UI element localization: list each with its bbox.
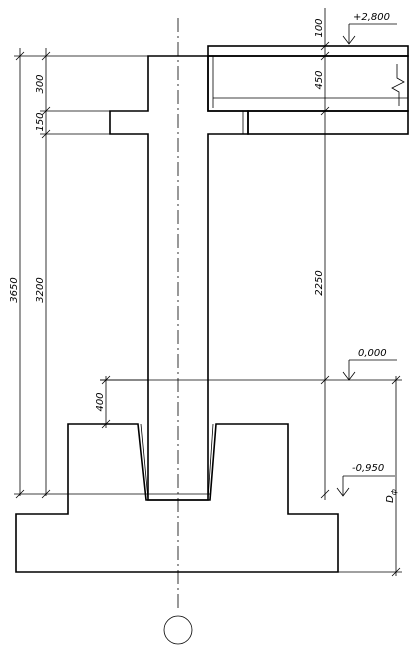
dim-tick: [391, 375, 401, 385]
dim-3200: 3200: [35, 277, 46, 302]
dim-3650: 3650: [9, 277, 20, 302]
beam: [207, 55, 409, 112]
level-footing-label: -0,950: [352, 463, 384, 474]
dim-tick: [41, 106, 51, 116]
dim-tick: [391, 567, 401, 577]
dim-100: 100: [314, 18, 325, 37]
dim-150: 150: [35, 112, 46, 131]
floor-slab: [207, 45, 409, 57]
dim-tick: [41, 51, 51, 61]
axis-marker-circle: [163, 615, 193, 645]
dim-tick: [320, 41, 330, 51]
dim-tick: [101, 419, 111, 429]
level-mark-footing: -0,950: [336, 463, 395, 497]
socket-inner-line: [207, 423, 214, 501]
level-top-label: +2,800: [353, 12, 390, 23]
foundation-socket-outline: [15, 423, 339, 573]
depth-label-sub: ф: [390, 489, 398, 495]
lower-beam: [247, 110, 409, 135]
dim-tick: [320, 51, 330, 61]
dim-400: 400: [95, 392, 106, 411]
dim-tick: [41, 489, 51, 499]
column-outline: [109, 55, 249, 501]
foundation-depth-label: Dф: [385, 489, 398, 503]
depth-label-main: D: [385, 495, 396, 503]
dim-tick: [320, 489, 330, 499]
dim-tick: [41, 129, 51, 139]
dim-tick: [320, 106, 330, 116]
dim-tick: [15, 489, 25, 499]
svg-text:Dф: Dф: [385, 489, 398, 503]
level-mark-floor: 0,000: [342, 348, 397, 381]
dim-300: 300: [35, 74, 46, 93]
dim-2250: 2250: [314, 270, 325, 295]
dim-tick: [15, 51, 25, 61]
level-floor-label: 0,000: [358, 348, 387, 359]
level-mark-top: +2,800: [342, 12, 397, 45]
break-line: [391, 64, 405, 106]
socket-inner-line: [140, 423, 149, 501]
dim-450: 450: [314, 70, 325, 89]
